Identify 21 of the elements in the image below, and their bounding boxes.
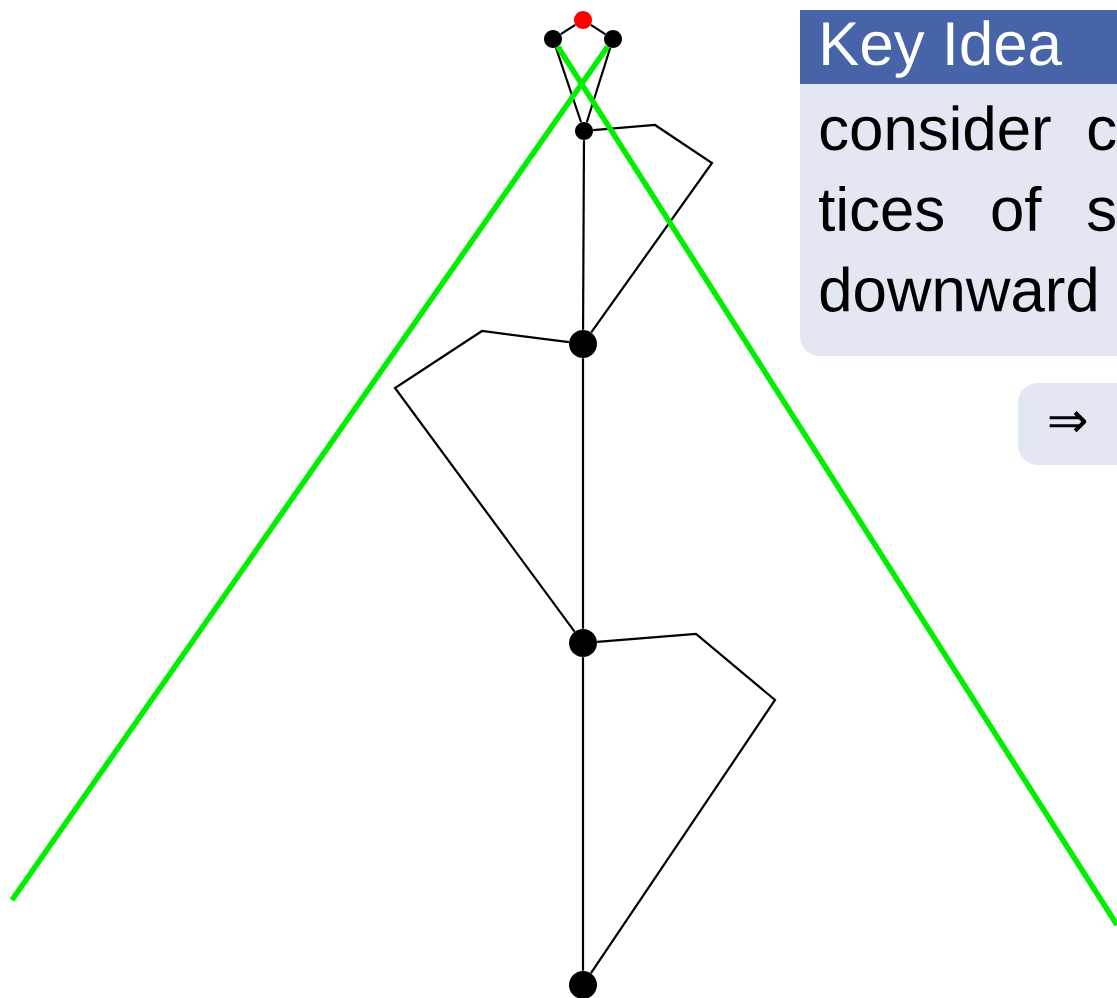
callout-box (800, 10, 1117, 356)
vertex-dot (574, 11, 592, 29)
heading-text: Key Idea (823, 20, 1062, 78)
graph-edge (581, 657, 585, 971)
vertex-dot (544, 30, 562, 48)
vertex-dot (575, 122, 593, 140)
graph-edge (560, 24, 576, 35)
vertex-dot (569, 629, 597, 657)
guide-line (9, 44, 610, 902)
graph-edge (581, 140, 586, 330)
body-text: consider c tices of s downward (819, 105, 1116, 312)
graph-edge (554, 47, 583, 123)
graph-edge (590, 24, 606, 35)
graph-edge (590, 123, 714, 334)
graph-edge (590, 632, 777, 974)
graph-edge (393, 329, 576, 633)
graph-edge (581, 358, 585, 629)
guide-line (555, 45, 1117, 927)
graph-edge (585, 47, 612, 123)
vertex-dot (569, 330, 597, 358)
vertex-dot (604, 30, 622, 48)
